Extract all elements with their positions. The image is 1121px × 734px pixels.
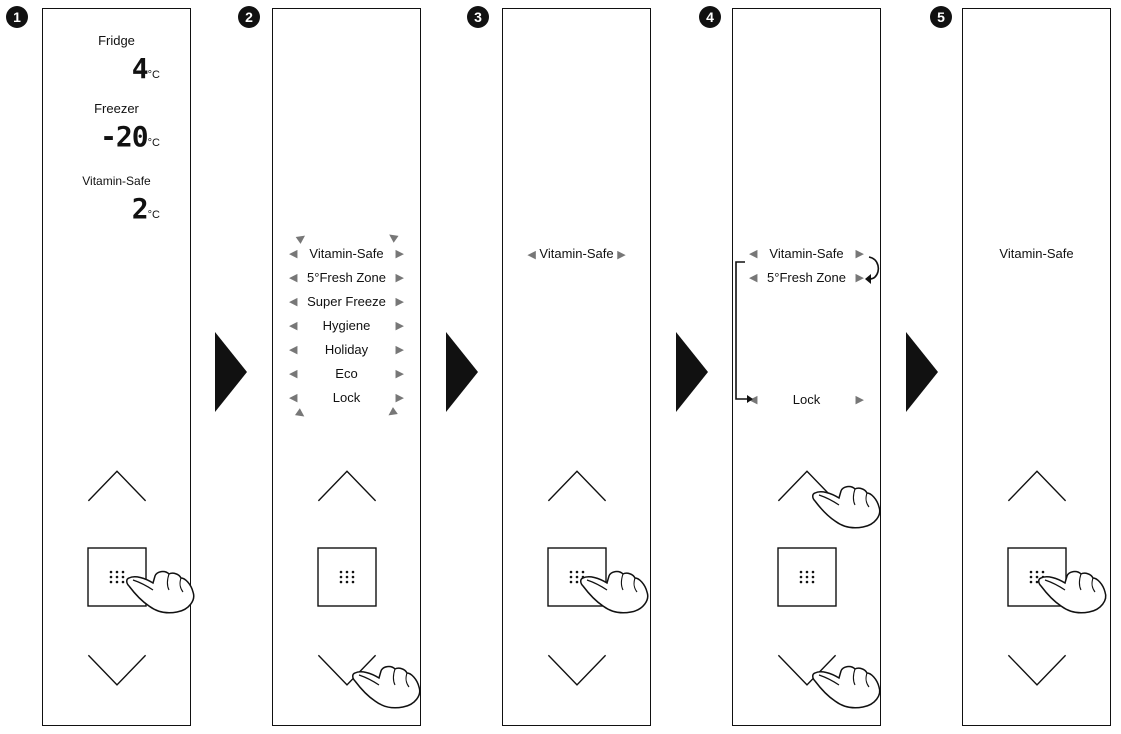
freezer-value: -20 — [100, 120, 149, 153]
menu-item-label: Vitamin-Safe — [769, 246, 844, 261]
pointing-hand-icon — [352, 665, 421, 709]
chevron-down-icon[interactable] — [733, 645, 880, 705]
panel-step-2: ▶ ▶ ◀Vitamin-Safe▶ ◀5°Fresh Zone▶ ◀Super… — [272, 8, 421, 726]
scroll-path-arrow-icon — [735, 256, 880, 403]
panel-step-1: Fridge 4°C Freezer -20°C Vitamin-Safe 2°… — [42, 8, 195, 726]
freezer-label: Freezer — [94, 101, 139, 116]
step-badge-2: 2 — [238, 6, 260, 28]
next-step-arrow-icon — [446, 332, 478, 412]
grid-dots-icon[interactable] — [317, 547, 377, 607]
menu-item: ◀ Vitamin-Safe ▶ — [273, 246, 420, 262]
fridge-temperature: 4°C — [132, 55, 160, 89]
pointing-hand-icon — [126, 570, 195, 614]
right-arrow-icon: ▶ — [395, 344, 404, 356]
menu-item-label: 5°Fresh Zone — [307, 270, 386, 285]
menu-item: ◀ 5°Fresh Zone ▶ — [273, 270, 420, 286]
step-badge-3: 3 — [467, 6, 489, 28]
right-arrow-icon: ▶ — [395, 320, 404, 332]
grid-dots-icon[interactable] — [777, 547, 837, 607]
right-arrow-icon: ▶ — [395, 272, 404, 284]
left-arrow-icon: ◀ — [289, 296, 298, 308]
left-arrow-icon: ◀ — [749, 394, 758, 406]
vitamin-safe-unit: °C — [147, 209, 160, 221]
selected-mode: ◀ Vitamin-Safe ▶ — [503, 246, 650, 263]
left-arrow-icon: ◀ — [289, 344, 298, 356]
left-arrow-icon: ◀ — [289, 248, 298, 260]
corner-arrow-icon: ▶ — [384, 405, 399, 421]
chevron-up-icon[interactable] — [963, 461, 1110, 521]
confirmed-mode-label: Vitamin-Safe — [999, 246, 1074, 261]
left-arrow-icon: ◀ — [749, 272, 758, 284]
vitamin-safe-temperature: 2°C — [132, 195, 160, 229]
pointing-hand-icon — [812, 665, 881, 709]
right-arrow-icon: ▶ — [395, 296, 404, 308]
freezer-temperature: -20°C — [100, 123, 160, 157]
menu-item-label: Eco — [335, 366, 358, 381]
left-arrow-icon: ◀ — [289, 272, 298, 284]
fridge-value: 4 — [131, 52, 149, 85]
freezer-unit: °C — [147, 137, 160, 149]
menu-item: ◀ Super Freeze ▶ — [273, 294, 420, 310]
menu-item-label: Vitamin-Safe — [309, 246, 384, 261]
fridge-unit: °C — [147, 69, 160, 81]
menu-item: ◀ Lock ▶ — [733, 392, 880, 408]
menu-item: ◀ 5°Fresh Zone ▶ — [733, 270, 880, 286]
step-badge-1: 1 — [6, 6, 28, 28]
chevron-down-icon[interactable] — [503, 645, 650, 705]
right-arrow-icon: ▶ — [395, 248, 404, 260]
menu-item-label: Holiday — [324, 342, 369, 357]
left-arrow-icon: ◀ — [289, 392, 298, 404]
next-step-arrow-icon — [676, 332, 708, 412]
panel-step-5: Vitamin-Safe — [962, 8, 1111, 726]
menu-item: ◀ Vitamin-Safe ▶ — [733, 246, 880, 262]
left-arrow-icon: ◀ — [527, 249, 536, 261]
right-arrow-icon: ▶ — [855, 272, 864, 284]
left-arrow-icon: ◀ — [289, 368, 298, 380]
menu-item-label: Super Freeze — [307, 294, 386, 309]
menu-item: ◀ Hygiene ▶ — [273, 318, 420, 334]
menu-item: ◀ Holiday ▶ — [273, 342, 420, 358]
chevron-up-icon[interactable] — [733, 461, 880, 521]
chevron-down-icon[interactable] — [43, 645, 190, 705]
vitamin-safe-value: 2 — [131, 192, 149, 225]
right-arrow-icon: ▶ — [395, 392, 404, 404]
left-arrow-icon: ◀ — [289, 320, 298, 332]
menu-item-label: Hygiene — [322, 318, 371, 333]
step-badge-4: 4 — [699, 6, 721, 28]
next-step-arrow-icon — [215, 332, 247, 412]
corner-arrow-icon: ▶ — [385, 229, 399, 245]
corner-arrow-icon: ▶ — [294, 230, 309, 246]
left-arrow-icon: ◀ — [749, 248, 758, 260]
chevron-up-icon[interactable] — [273, 461, 420, 521]
right-arrow-icon: ▶ — [855, 248, 864, 260]
panel-step-4: ◀ Vitamin-Safe ▶ ◀ 5°Fresh Zone ▶ ◀ Lock ▶ — [732, 8, 881, 726]
vitamin-safe-label: Vitamin-Safe — [82, 174, 151, 188]
chevron-up-icon[interactable] — [43, 461, 190, 521]
pointing-hand-icon — [580, 570, 649, 614]
selected-mode-label: Vitamin-Safe — [539, 246, 614, 261]
next-step-arrow-icon — [906, 332, 938, 412]
right-arrow-icon: ▶ — [855, 394, 864, 406]
menu-item-label: 5°Fresh Zone — [767, 270, 846, 285]
fridge-label: Fridge — [98, 33, 135, 48]
pointing-hand-icon — [812, 485, 881, 529]
panel-step-3: ◀ Vitamin-Safe ▶ — [502, 8, 651, 726]
menu-item-label: Lock — [792, 392, 821, 407]
right-arrow-icon: ▶ — [617, 249, 626, 261]
chevron-up-icon[interactable] — [503, 461, 650, 521]
menu-item: ◀ Lock ▶ — [273, 390, 420, 406]
right-arrow-icon: ▶ — [395, 368, 404, 380]
corner-arrow-icon: ▶ — [294, 406, 308, 422]
pointing-hand-icon — [1038, 570, 1107, 614]
menu-item-label: Lock — [332, 390, 361, 405]
chevron-down-icon[interactable] — [963, 645, 1110, 705]
step-badge-5: 5 — [930, 6, 952, 28]
menu-item: ◀ Eco ▶ — [273, 366, 420, 382]
chevron-down-icon[interactable] — [273, 645, 420, 705]
